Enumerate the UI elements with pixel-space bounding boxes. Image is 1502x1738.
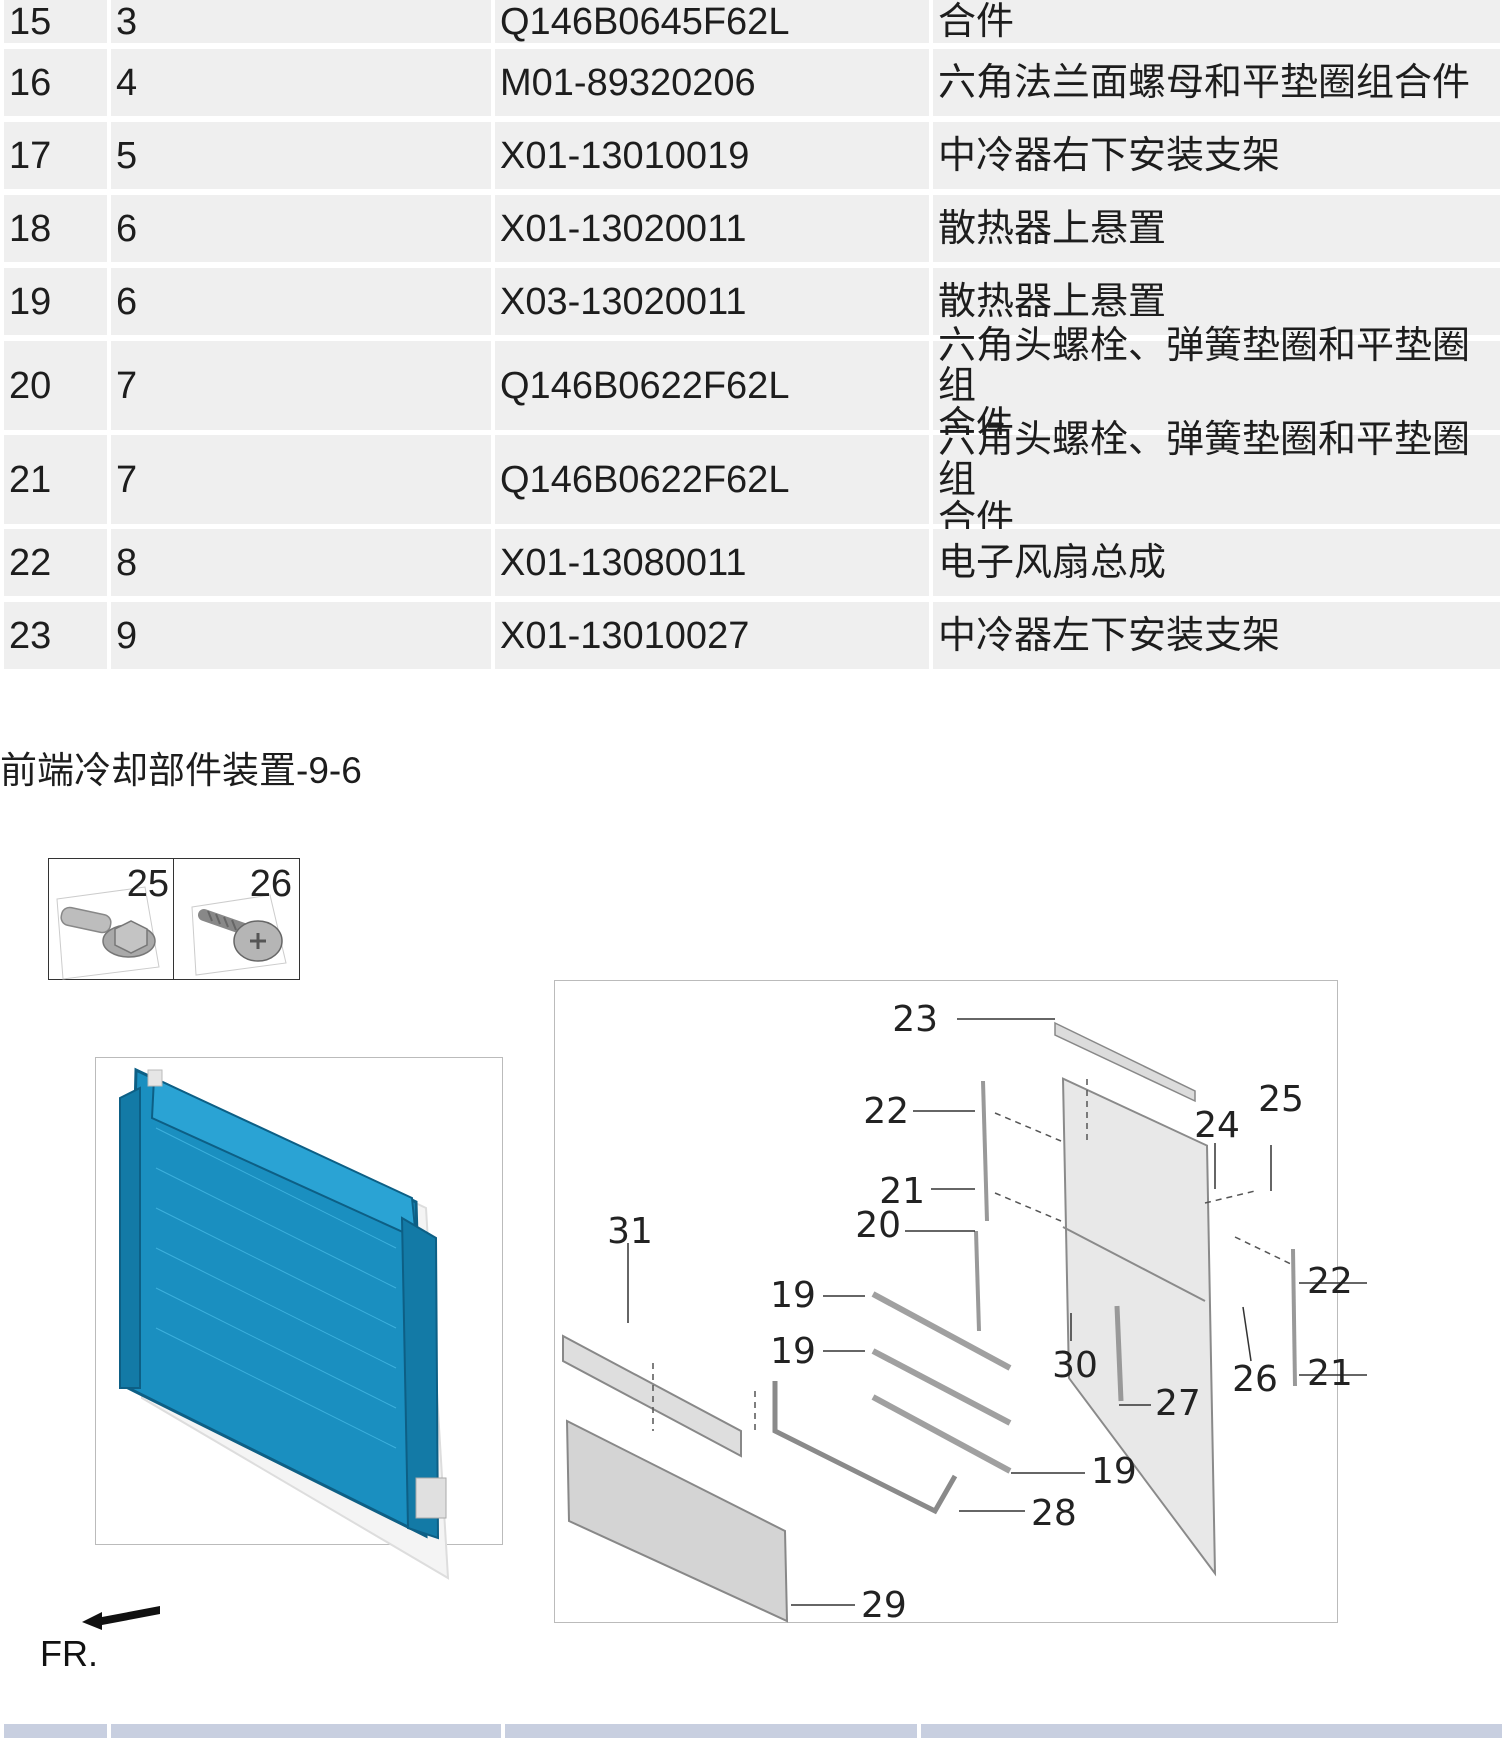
assembly-view-frame xyxy=(95,1057,503,1580)
row-number: 18 xyxy=(4,195,107,262)
inset-number-right: 26 xyxy=(249,863,292,905)
row-index: 8 xyxy=(111,529,491,596)
radiator-part xyxy=(1061,1077,1217,1577)
callout-20: 20 xyxy=(855,1205,901,1246)
part-name: 电子风扇总成 xyxy=(933,529,1500,596)
row-index: 3 xyxy=(111,0,491,43)
next-table-header-strip xyxy=(0,1724,1502,1738)
callout-26: 26 xyxy=(1232,1359,1278,1400)
row-number: 15 xyxy=(4,0,107,43)
part-name: 中冷器左下安装支架 xyxy=(933,602,1500,669)
direction-label: FR. xyxy=(40,1633,98,1674)
row-number: 17 xyxy=(4,122,107,189)
callout-24: 24 xyxy=(1194,1105,1240,1146)
table-row: 18 6 X01-13020011 散热器上悬置 xyxy=(0,195,1502,262)
callout-30: 30 xyxy=(1052,1345,1098,1386)
row-index: 6 xyxy=(111,195,491,262)
table-row: 15 3 Q146B0645F62L 合件 xyxy=(0,0,1502,43)
callout-25: 25 xyxy=(1258,1079,1304,1120)
callout-21-lower: 21 xyxy=(1307,1353,1353,1394)
part-number: M01-89320206 xyxy=(495,49,929,116)
callout-27: 27 xyxy=(1155,1383,1201,1424)
callout-21-upper: 21 xyxy=(879,1171,925,1212)
intercooler-part xyxy=(562,1334,742,1458)
part-number: Q146B0622F62L xyxy=(495,341,929,430)
exploded-view-frame: 23 22 24 25 21 20 31 19 19 22 30 26 21 2… xyxy=(554,980,1367,1626)
part-number: X01-13010027 xyxy=(495,602,929,669)
part-name: 合件 xyxy=(933,0,1500,43)
row-number: 21 xyxy=(4,435,107,524)
part-number: Q146B0622F62L xyxy=(495,435,929,524)
screw-inset-cell: 26 xyxy=(173,859,298,979)
upper-mount-part xyxy=(1054,1021,1196,1103)
section-title: 前端冷却部件装置-9-6 xyxy=(0,750,362,791)
callout-28: 28 xyxy=(1031,1493,1077,1534)
callout-19-c: 19 xyxy=(1091,1451,1137,1492)
table-row: 23 9 X01-13010027 中冷器左下安装支架 xyxy=(0,602,1502,669)
flange-bolt-icon xyxy=(56,886,160,980)
bolt-inset-cell: 25 xyxy=(49,859,173,980)
front-direction-arrow-icon xyxy=(82,1606,160,1630)
callout-29: 29 xyxy=(861,1585,907,1626)
row-number: 20 xyxy=(4,341,107,430)
inset-number-left: 25 xyxy=(126,863,169,905)
part-number: Q146B0645F62L xyxy=(495,0,929,43)
row-number: 22 xyxy=(4,529,107,596)
table-row: 20 7 Q146B0622F62L 六角头螺栓、弹簧垫圈和平垫圈组 合件 xyxy=(0,326,1502,446)
row-number: 16 xyxy=(4,49,107,116)
fastener-inset: 25 26 xyxy=(48,858,300,980)
row-number: 19 xyxy=(4,268,107,335)
part-name: 中冷器右下安装支架 xyxy=(933,122,1500,189)
row-index: 6 xyxy=(111,268,491,335)
part-name: 六角法兰面螺母和平垫圈组合件 xyxy=(933,49,1500,116)
callout-31: 31 xyxy=(607,1211,653,1252)
part-name: 散热器上悬置 xyxy=(933,268,1500,335)
part-number: X03-13020011 xyxy=(495,268,929,335)
part-name: 散热器上悬置 xyxy=(933,195,1500,262)
part-number: X01-13010019 xyxy=(495,122,929,189)
self-tapping-screw-icon xyxy=(191,894,287,976)
lower-bracket-part xyxy=(772,1381,958,1515)
table-row: 19 6 X03-13020011 散热器上悬置 xyxy=(0,268,1502,335)
row-index: 5 xyxy=(111,122,491,189)
row-index: 4 xyxy=(111,49,491,116)
table-row: 22 8 X01-13080011 电子风扇总成 xyxy=(0,529,1502,596)
callout-19-b: 19 xyxy=(770,1331,816,1372)
row-number: 23 xyxy=(4,602,107,669)
callout-22-lower: 22 xyxy=(1307,1261,1353,1302)
table-row: 16 4 M01-89320206 六角法兰面螺母和平垫圈组合件 xyxy=(0,49,1502,116)
lower-radiator-part xyxy=(565,1419,789,1623)
exploded-diagram: 23 22 24 25 21 20 31 19 19 22 30 26 21 2… xyxy=(562,999,1367,1626)
callout-19-a: 19 xyxy=(770,1275,816,1316)
callout-22-upper: 22 xyxy=(863,1091,909,1132)
cooling-module-assembly-image xyxy=(119,1067,450,1580)
part-number: X01-13020011 xyxy=(495,195,929,262)
callout-23: 23 xyxy=(892,999,938,1040)
table-row: 21 7 Q146B0622F62L 六角头螺栓、弹簧垫圈和平垫圈组 合件 xyxy=(0,420,1502,540)
part-name-line1: 六角头螺栓、弹簧垫圈和平垫圈组 xyxy=(938,418,1471,501)
part-name: 六角头螺栓、弹簧垫圈和平垫圈组 合件 xyxy=(933,326,1500,446)
part-name: 六角头螺栓、弹簧垫圈和平垫圈组 合件 xyxy=(933,420,1500,540)
part-number: X01-13080011 xyxy=(495,529,929,596)
row-index: 7 xyxy=(111,435,491,524)
table-row: 17 5 X01-13010019 中冷器右下安装支架 xyxy=(0,122,1502,189)
part-name-line1: 六角头螺栓、弹簧垫圈和平垫圈组 xyxy=(938,324,1471,407)
row-index: 7 xyxy=(111,341,491,430)
row-index: 9 xyxy=(111,602,491,669)
